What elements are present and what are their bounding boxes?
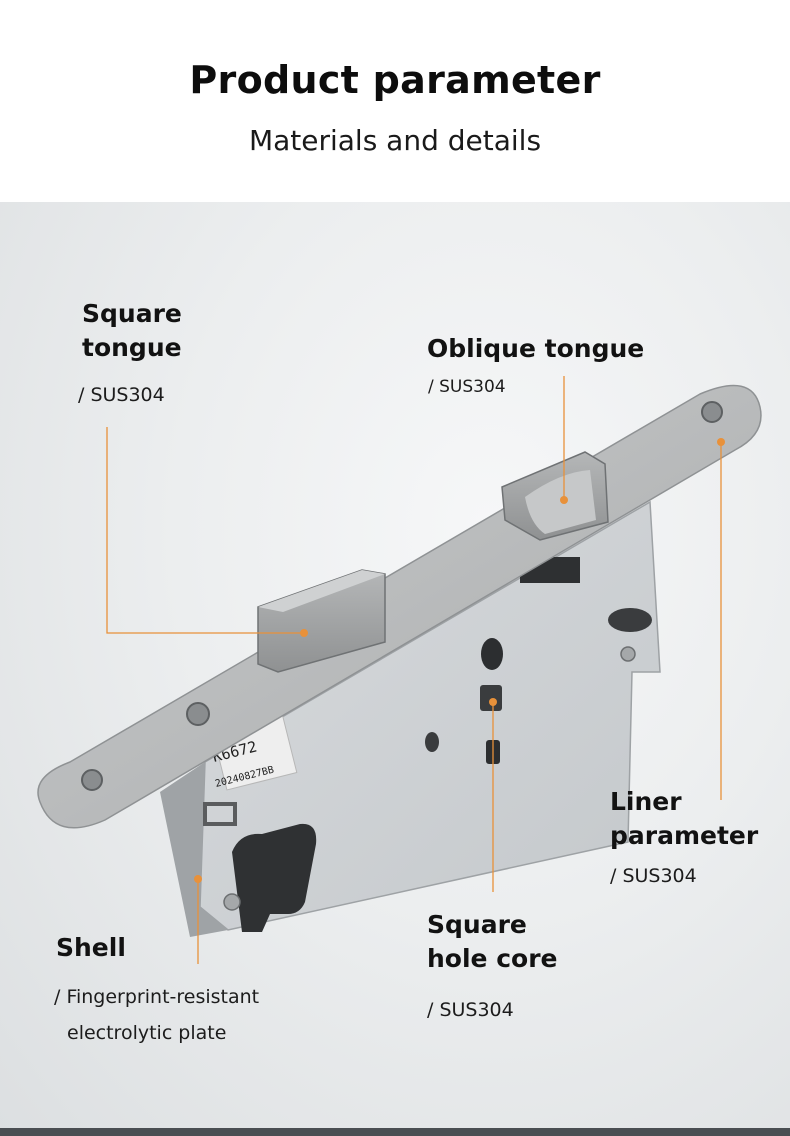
case-hole-top	[481, 638, 503, 670]
case-screw-right	[620, 646, 636, 662]
faceplate-screw-top	[701, 401, 723, 423]
label-square-tongue-title: Square tongue	[82, 299, 182, 362]
label-liner-material: / SUS304	[610, 865, 697, 887]
lock-case-edge	[160, 762, 228, 937]
lock-case	[199, 500, 661, 931]
mortise-lock-illustration: K6672 20240827BB	[37, 376, 762, 964]
header: Product parameter Materials and details	[0, 0, 790, 202]
case-keyhole	[608, 608, 652, 632]
faceplate-screw-bottom	[81, 769, 103, 791]
label-square-hole-core-title: Square hole core	[427, 910, 558, 973]
label-oblique-tongue-title: Oblique tongue	[427, 334, 645, 363]
case-screw-bottom	[223, 893, 241, 911]
leader-square-tongue	[106, 427, 304, 634]
label-liner-title: Liner parameter	[610, 787, 759, 850]
case-hole-small	[425, 732, 439, 752]
leader-lines	[106, 376, 722, 964]
page-subtitle: Materials and details	[248, 124, 542, 157]
leader-dots	[194, 438, 725, 883]
case-square-hole	[480, 685, 502, 711]
faceplate-screw-mid	[186, 702, 210, 726]
label-square-hole-core-material: / SUS304	[427, 999, 514, 1021]
label-shell-material-line2: electrolytic plate	[67, 1022, 227, 1044]
label-shell-material-line1: / Fingerprint-resistant	[54, 986, 260, 1008]
case-cylinder-hole	[232, 823, 317, 932]
page-title: Product parameter	[189, 58, 601, 102]
label-shell-title: Shell	[56, 933, 126, 962]
label-square-tongue-material: / SUS304	[78, 384, 165, 406]
bottom-bar	[0, 1128, 790, 1136]
label-oblique-tongue-material: / SUS304	[428, 377, 506, 397]
product-photo: K6672 20240827BB Square	[0, 202, 790, 1136]
oblique-tongue-face	[525, 470, 596, 534]
square-tongue-top	[258, 570, 385, 612]
case-bracket	[203, 802, 237, 826]
